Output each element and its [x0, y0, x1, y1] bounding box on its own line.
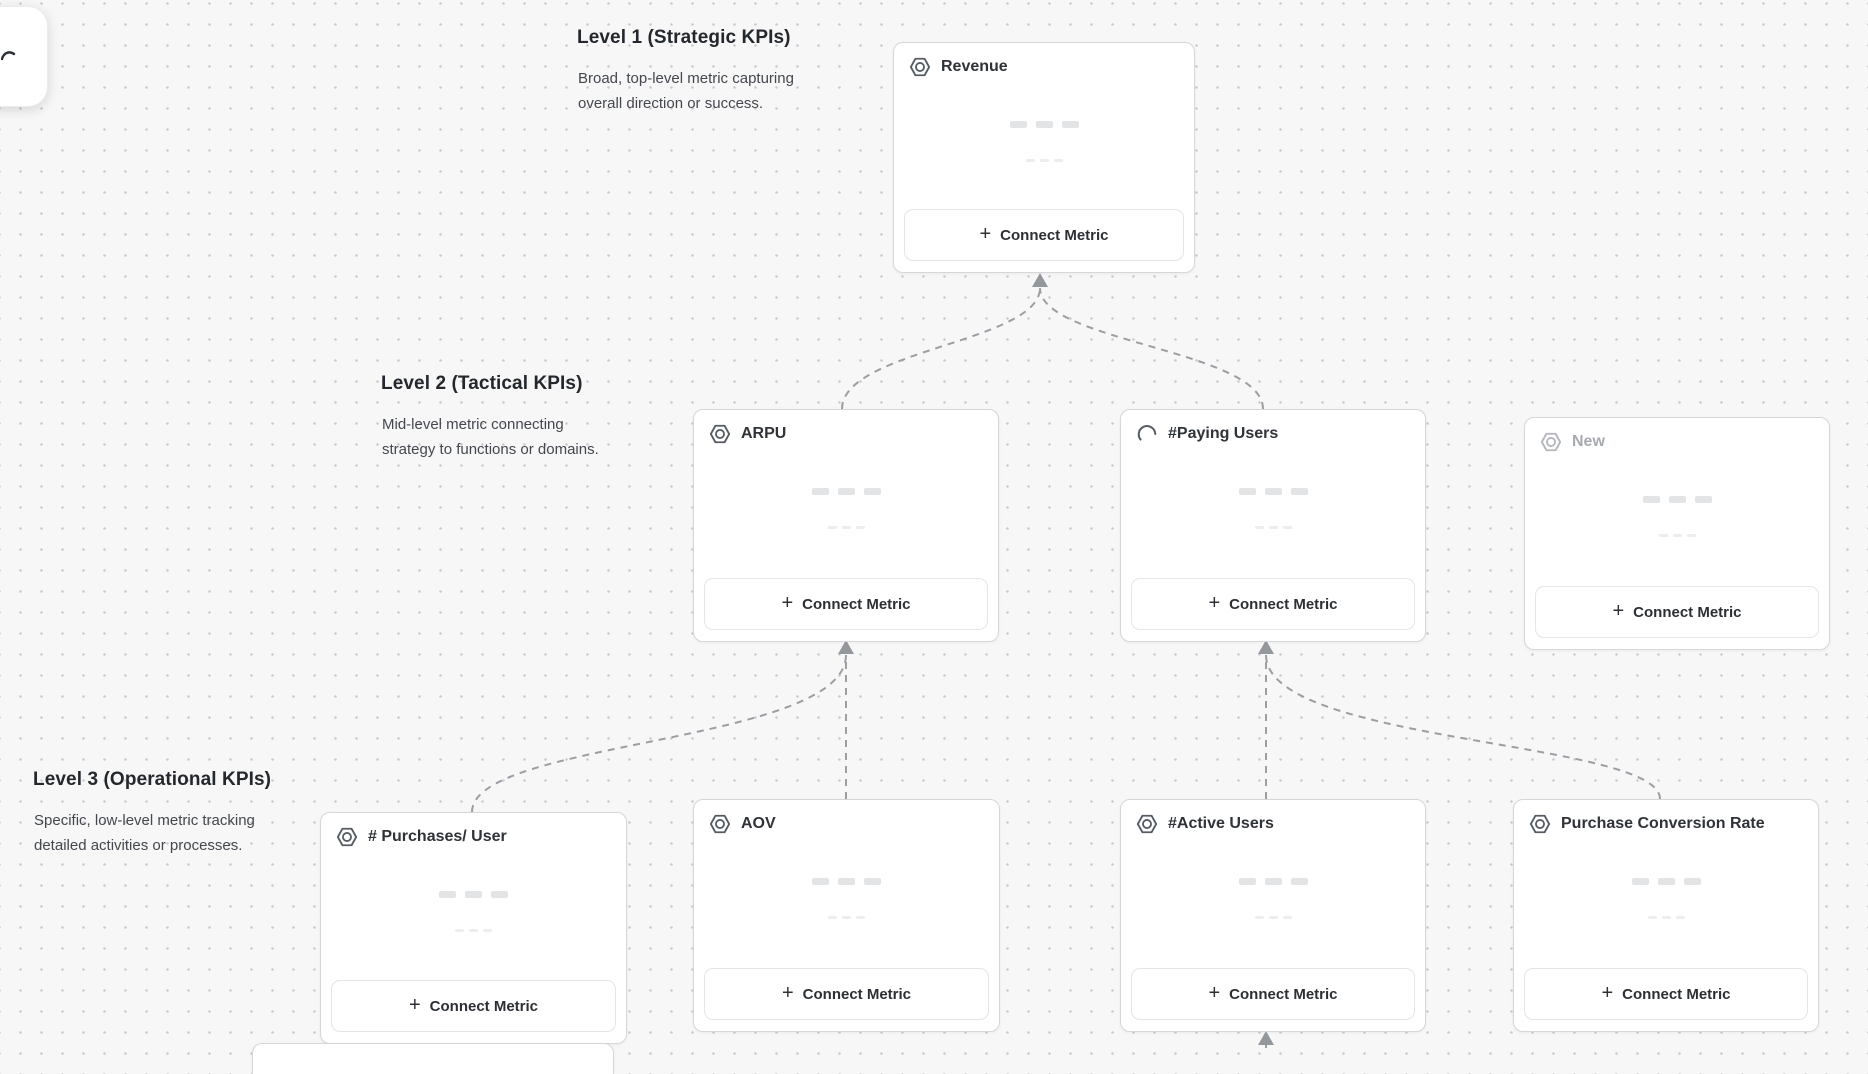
plus-icon: +: [1208, 982, 1221, 1004]
connector-edge-purchases-arpu: [471, 654, 847, 813]
card-header: ARPU: [709, 423, 986, 445]
metric-title: # Purchases/ User: [368, 828, 507, 845]
metric-title: #Paying Users: [1168, 425, 1279, 442]
section-title-level1: Level 1 (Strategic KPIs): [577, 27, 791, 48]
metric-skeleton-placeholder: [321, 891, 626, 898]
metric-skeleton-placeholder: [1514, 878, 1818, 885]
section-desc-level2: Mid-level metric connecting strategy to …: [382, 416, 599, 458]
metric-card-arpu[interactable]: ARPU + Connect Metric: [693, 409, 999, 642]
connector-edge-arpu-revenue: [841, 287, 1041, 410]
metric-skeleton-placeholder-small: [1525, 534, 1829, 537]
metric-skeleton-placeholder-small: [694, 526, 998, 529]
card-header: #Active Users: [1136, 813, 1413, 835]
arrowhead-into-activeusers: [1258, 1031, 1274, 1045]
metric-skeleton-placeholder-small: [1121, 526, 1425, 529]
spinner-icon: [1136, 423, 1158, 445]
cursor-icon: [1, 51, 16, 61]
metric-skeleton-placeholder-small: [694, 916, 999, 919]
connect-metric-button[interactable]: + Connect Metric: [904, 209, 1184, 261]
metric-hexagon-icon: [336, 826, 358, 848]
metric-hexagon-icon: [1540, 431, 1562, 453]
metric-title: New: [1572, 433, 1605, 450]
metric-title: Revenue: [941, 58, 1008, 75]
connect-metric-button[interactable]: + Connect Metric: [704, 578, 988, 630]
metric-card-purchases-per-user[interactable]: # Purchases/ User + Connect Metric: [320, 812, 627, 1044]
metric-hexagon-icon: [1136, 813, 1158, 835]
metric-hexagon-icon: [709, 423, 731, 445]
metric-skeleton-placeholder: [694, 878, 999, 885]
metric-skeleton-placeholder: [894, 121, 1194, 128]
connect-metric-button[interactable]: + Connect Metric: [1131, 968, 1415, 1020]
card-header: AOV: [709, 813, 987, 835]
section-title-level2: Level 2 (Tactical KPIs): [381, 373, 583, 394]
metric-skeleton-placeholder-small: [1514, 916, 1818, 919]
metric-skeleton-placeholder: [1525, 496, 1829, 503]
metric-skeleton-placeholder-small: [321, 929, 626, 932]
card-header: Revenue: [909, 56, 1182, 78]
metric-card-paying-users[interactable]: #Paying Users + Connect Metric: [1120, 409, 1426, 642]
metric-card-aov[interactable]: AOV + Connect Metric: [693, 799, 1000, 1032]
metric-skeleton-placeholder: [1121, 488, 1425, 495]
connect-metric-button[interactable]: + Connect Metric: [331, 980, 616, 1032]
metric-title: AOV: [741, 815, 776, 832]
metric-skeleton-placeholder-small: [1121, 916, 1425, 919]
metric-title: Purchase Conversion Rate: [1561, 815, 1765, 832]
metric-skeleton-placeholder-small: [894, 159, 1194, 162]
section-desc-level3: Specific, low-level metric tracking deta…: [34, 812, 255, 854]
metric-skeleton-placeholder: [694, 488, 998, 495]
metric-hexagon-icon: [909, 56, 931, 78]
plus-icon: +: [781, 592, 794, 614]
card-header: #Paying Users: [1136, 423, 1413, 445]
plus-icon: +: [1612, 600, 1625, 622]
arrowhead-into-payingusers: [1258, 640, 1274, 654]
connector-edge-payingusers-revenue: [1039, 287, 1264, 410]
plus-icon: +: [1601, 982, 1614, 1004]
plus-icon: +: [781, 982, 794, 1004]
card-header: # Purchases/ User: [336, 826, 614, 848]
section-title-level3: Level 3 (Operational KPIs): [33, 769, 272, 790]
metric-title: #Active Users: [1168, 815, 1274, 832]
card-header: Purchase Conversion Rate: [1529, 813, 1806, 835]
metric-hexagon-icon: [709, 813, 731, 835]
section-desc-level1: Broad, top-level metric capturing overal…: [578, 70, 794, 112]
metric-hexagon-icon: [1529, 813, 1551, 835]
connect-metric-button[interactable]: + Connect Metric: [1524, 968, 1808, 1020]
metric-card-revenue[interactable]: Revenue + Connect Metric: [893, 42, 1195, 273]
connect-metric-button[interactable]: + Connect Metric: [704, 968, 989, 1020]
connect-metric-button[interactable]: + Connect Metric: [1131, 578, 1415, 630]
card-header: New: [1540, 431, 1817, 453]
metric-card-purchase-conversion-rate[interactable]: Purchase Conversion Rate + Connect Metri…: [1513, 799, 1819, 1032]
plus-icon: +: [408, 994, 421, 1016]
arrowhead-into-arpu: [838, 640, 854, 654]
plus-icon: +: [979, 223, 992, 245]
connector-edge-pcr-payingusers: [1265, 654, 1661, 800]
canvas-tool-button[interactable]: [0, 6, 48, 107]
plus-icon: +: [1208, 592, 1221, 614]
metric-skeleton-placeholder: [1121, 878, 1425, 885]
arrowhead-into-revenue: [1032, 273, 1048, 287]
connect-metric-button[interactable]: + Connect Metric: [1535, 586, 1819, 638]
metric-card-new[interactable]: New + Connect Metric: [1524, 417, 1830, 650]
metric-card-active-users[interactable]: #Active Users + Connect Metric: [1120, 799, 1426, 1032]
metric-title: ARPU: [741, 425, 787, 442]
